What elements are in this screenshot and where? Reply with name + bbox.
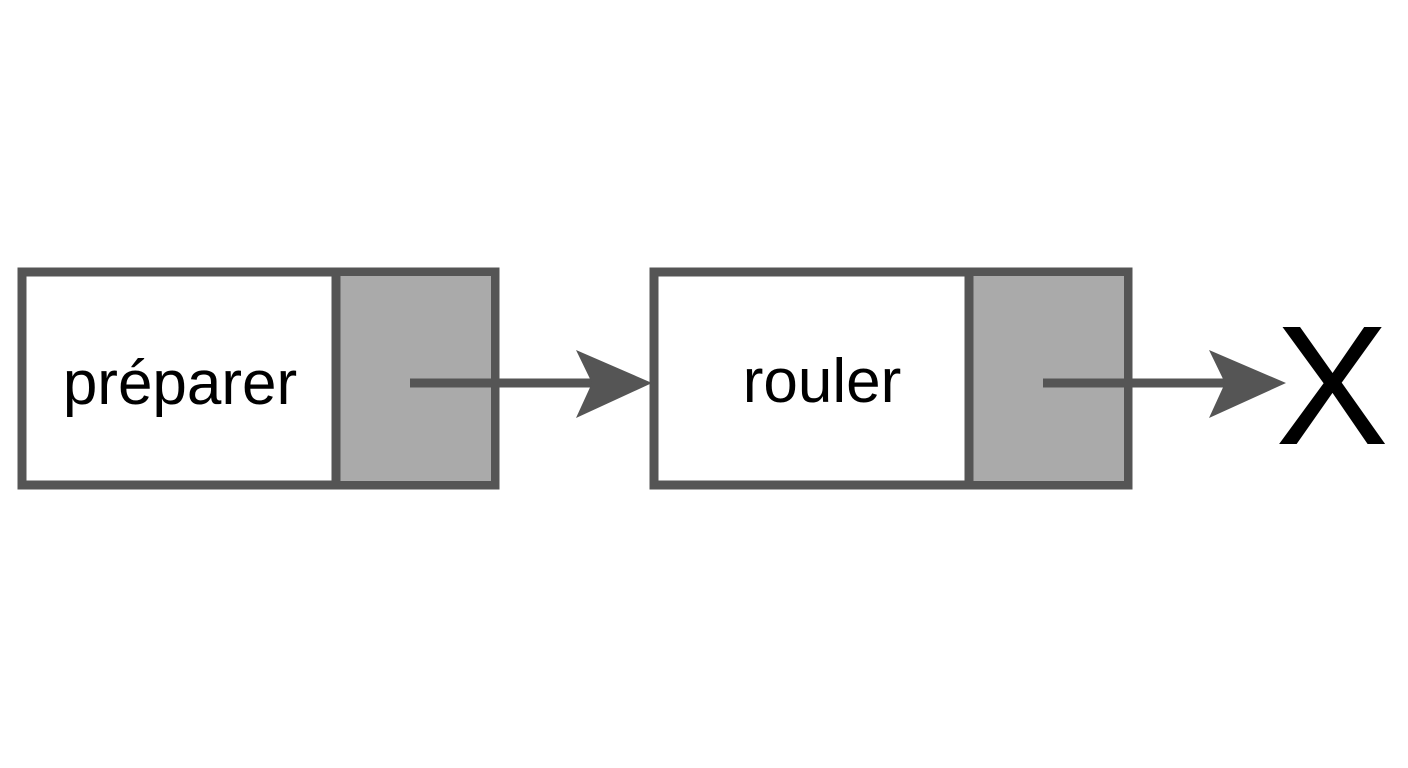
arrow-1-head bbox=[576, 350, 652, 418]
node-1-label: préparer bbox=[63, 349, 297, 418]
list-node-2: rouler bbox=[649, 267, 1133, 490]
node-2-label: rouler bbox=[743, 347, 902, 416]
arrow-2-head bbox=[1209, 350, 1286, 418]
null-terminator: X bbox=[1275, 291, 1388, 481]
pointer-arrow-1 bbox=[410, 350, 652, 418]
pointer-arrow-2 bbox=[1043, 350, 1286, 418]
